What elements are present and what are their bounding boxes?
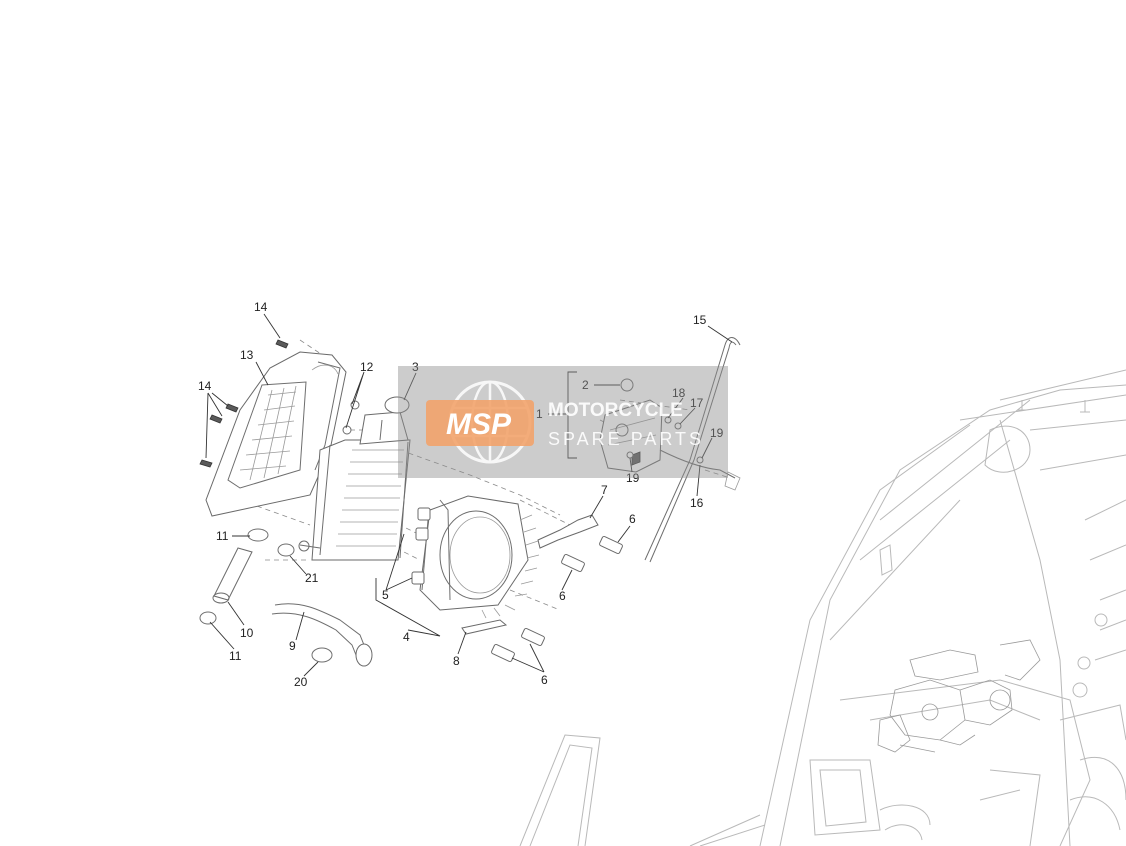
callout-label: 5 [382, 588, 389, 602]
scooter-frame [519, 369, 1126, 846]
expansion-tank [599, 378, 663, 473]
callout-label: 1 [536, 407, 543, 421]
callout-label: 19 [626, 471, 640, 485]
watermark-badge-text: MSP [446, 408, 512, 441]
kit-bracket [548, 371, 577, 459]
silent-block [491, 535, 623, 663]
callout-label: 7 [601, 483, 608, 497]
callout-label: 13 [240, 348, 254, 362]
callout-label: 18 [672, 386, 686, 400]
callout-label: 6 [559, 589, 566, 603]
callout-label: 21 [305, 571, 319, 585]
callout-label: 2 [582, 378, 589, 392]
radiator-grille-cover [205, 351, 347, 517]
callout-label: 10 [240, 626, 254, 640]
overflow-hose [644, 337, 741, 563]
callout-label: 4 [403, 630, 410, 644]
callout-label: 17 [690, 396, 704, 410]
callout-label: 9 [289, 639, 296, 653]
engine-assembly [877, 639, 1041, 753]
small-hardware [199, 339, 704, 667]
watermark-badge [426, 400, 534, 446]
callout-label: 19 [710, 426, 724, 440]
callout-label: 20 [294, 675, 308, 689]
watermark: MSP MOTORCYCLE SPARE PARTS [398, 366, 728, 478]
callout-labels: 14 13 14 12 3 2 1 18 17 15 19 19 16 7 6 … [198, 300, 724, 689]
callout-label: 8 [453, 654, 460, 668]
radiator [298, 396, 411, 561]
callout-label: 6 [541, 673, 548, 687]
fan-shroud [411, 495, 540, 619]
callout-label: 6 [629, 512, 636, 526]
callout-label: 11 [216, 529, 229, 543]
callout-label: 12 [360, 360, 374, 374]
callout-label: 3 [412, 360, 419, 374]
callout-label: 14 [198, 379, 212, 393]
watermark-line2: SPARE PARTS [548, 429, 704, 449]
callout-label: 14 [254, 300, 268, 314]
callout-label: 11 [229, 649, 242, 663]
leader-lines [205, 313, 733, 677]
callout-label: 16 [690, 496, 704, 510]
watermark-line1: MOTORCYCLE [548, 400, 683, 421]
callout-label: 15 [693, 313, 707, 327]
